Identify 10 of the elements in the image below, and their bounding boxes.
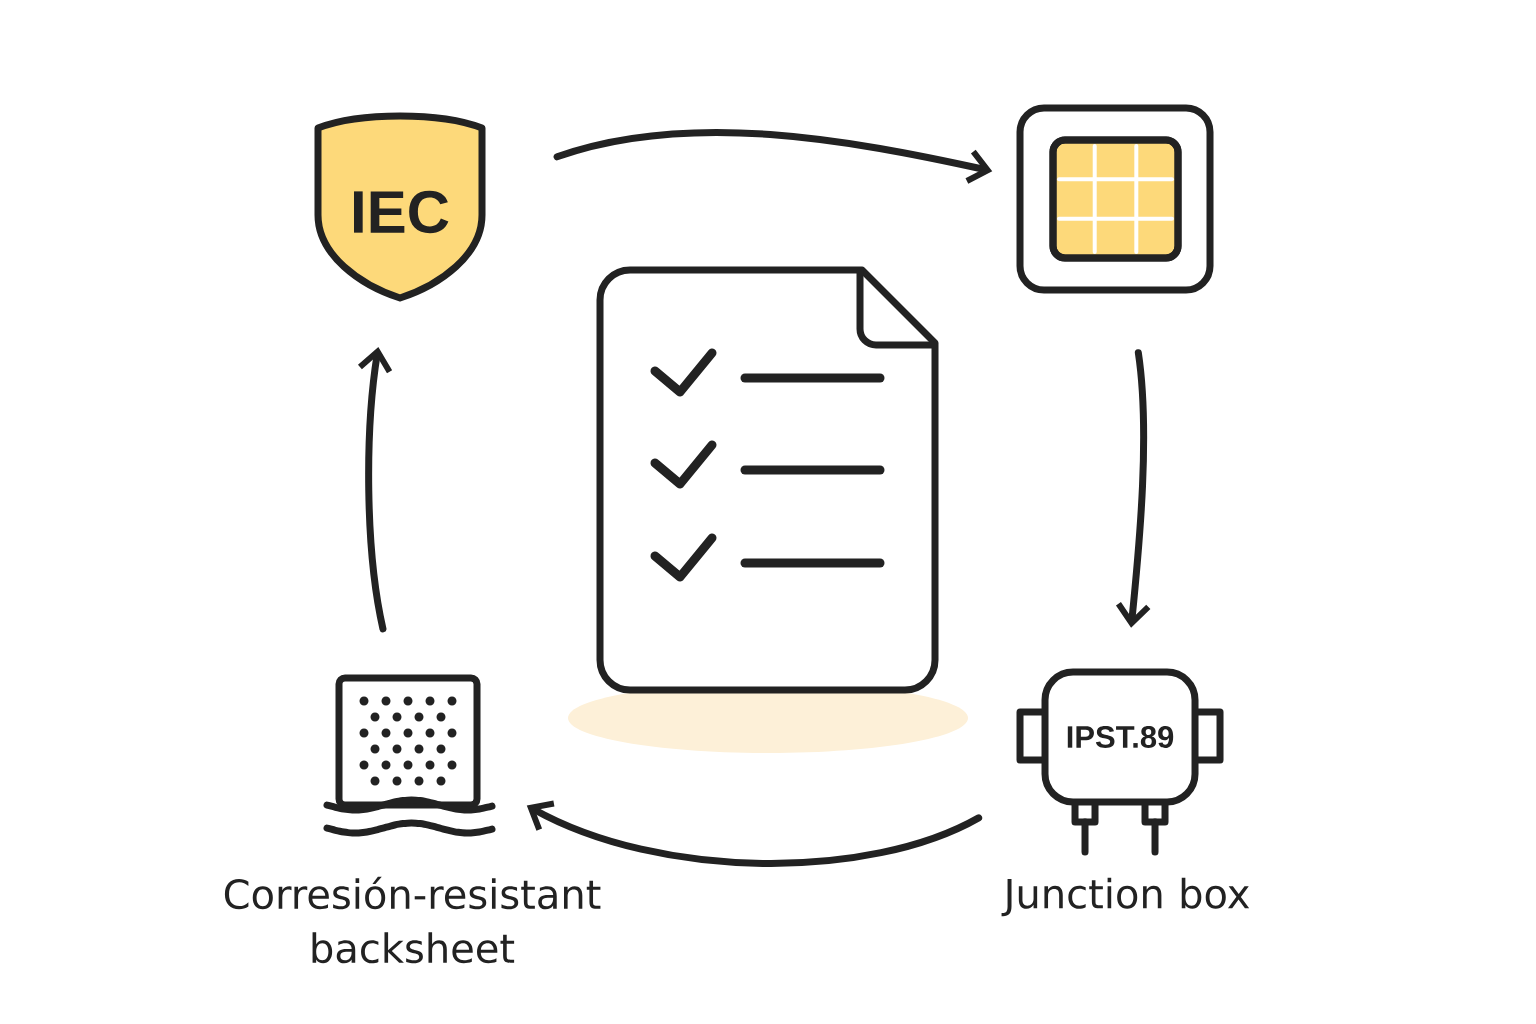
backsheet-drawing bbox=[323, 674, 496, 837]
arrow bbox=[1115, 349, 1151, 628]
arrow bbox=[553, 129, 993, 184]
arrow bbox=[526, 800, 983, 867]
solar-cell-drawing bbox=[1016, 104, 1214, 294]
node-label: Junction box bbox=[1001, 877, 1250, 917]
node-label: Corresión-resistant backsheet bbox=[224, 876, 601, 964]
junction-box: IPST.89 bbox=[1016, 668, 1224, 856]
shield: IEC bbox=[314, 112, 486, 302]
arrow bbox=[358, 346, 393, 633]
